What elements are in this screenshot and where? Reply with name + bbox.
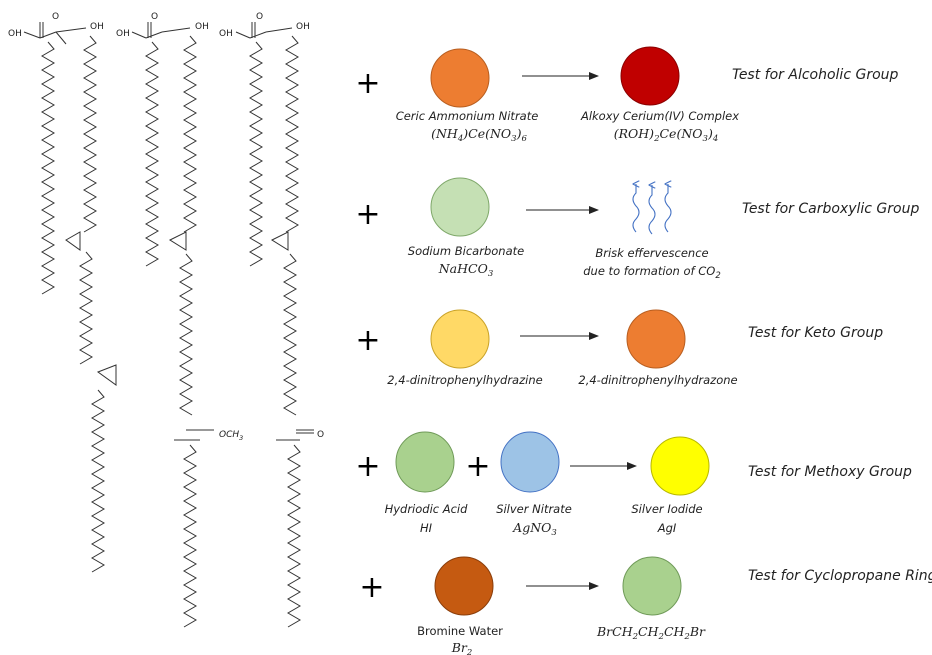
keto-oxygen-label: O: [317, 430, 324, 440]
alkyl-chain: [285, 35, 299, 233]
molecule-1-labels: OH O OH: [8, 12, 104, 39]
hydroxyl-label: OH: [296, 22, 310, 32]
reagent-formula: Br2: [451, 640, 473, 655]
test-label: Test for Alcoholic Group: [732, 67, 899, 83]
alkyl-chain: [287, 444, 301, 628]
reagent-circle: [430, 309, 490, 369]
reagent-1-circle: [395, 431, 455, 493]
product-name: Alkoxy Cerium(IV) Complex: [580, 109, 739, 123]
alkyl-chain: [91, 389, 105, 573]
bond: [265, 27, 293, 33]
reagent-circle: [430, 177, 490, 237]
reagent-name: 2,4-dinitrophenylhydrazine: [387, 373, 542, 387]
alkyl-chain: [183, 35, 197, 233]
alkyl-chain: [179, 253, 193, 416]
bond: [161, 27, 191, 33]
reagent-name: Bromine Water: [417, 624, 503, 638]
reagent-2-formula: AgNO3: [512, 520, 557, 538]
reagent-circle: [434, 556, 494, 616]
alkyl-chain: [283, 253, 297, 416]
hydroxyl-label: OH: [116, 29, 130, 39]
hydroxyl-label: OH: [90, 22, 104, 32]
alkyl-chain: [145, 41, 159, 267]
reagent-2-name: Silver Nitrate: [496, 502, 572, 516]
product-name: 2,4-dinitrophenylhydrazone: [578, 373, 737, 387]
product-line-1: Brisk effervescence: [595, 246, 708, 260]
product-circle: [626, 309, 686, 369]
reagent-circle: [430, 48, 490, 108]
carbonyl-oxygen-label: O: [151, 12, 158, 22]
alkyl-chain: [249, 41, 263, 267]
alkyl-chain: [79, 251, 93, 365]
product-circle: [620, 46, 680, 106]
bond: [55, 27, 87, 33]
plus-sign: +: [355, 323, 380, 358]
product-circle: [650, 436, 710, 496]
plus-sign: +: [355, 66, 380, 101]
test-label: Test for Cyclopropane Ring: [748, 568, 932, 584]
bond: [131, 31, 147, 39]
bond: [145, 31, 163, 39]
bond: [55, 31, 67, 45]
reaction-row-methoxy: + Hydriodic Acid HI + Silver Nitrate AgN…: [355, 431, 912, 538]
plus-sign: +: [359, 570, 384, 605]
molecule-2-labels: OH O OH OCH3: [116, 12, 243, 442]
test-label: Test for Methoxy Group: [748, 464, 912, 480]
test-label: Test for Carboxylic Group: [742, 201, 919, 217]
reagent-1-formula: HI: [420, 521, 433, 535]
product-name: Silver Iodide: [631, 502, 702, 516]
cyclopropane-ring-icon: [270, 231, 289, 251]
reagent-1-name: Hydriodic Acid: [385, 502, 469, 516]
reagent-formula: (NH4)Ce(NO3)6: [431, 126, 527, 144]
product-formula: AgI: [657, 521, 677, 535]
mycolic-acid-structures: [23, 22, 314, 628]
reaction-row-carboxylic: + Sodium Bicarbonate NaHCO3 Brisk efferv…: [355, 177, 919, 281]
cyclopropane-ring-icon: [65, 231, 81, 251]
product-line-2: due to formation of CO2: [583, 264, 721, 281]
methoxy-label: OCH3: [219, 430, 243, 442]
hydroxyl-label: OH: [219, 29, 233, 39]
reaction-row-cyclopropane: + Bromine Water Br2 BrCH2CH2CH2Br Test f…: [359, 556, 932, 655]
alkyl-chain: [83, 35, 97, 233]
reaction-row-alcoholic: + Ceric Ammonium Nitrate (NH4)Ce(NO3)6 A…: [355, 46, 899, 144]
bond: [23, 31, 41, 39]
test-label: Test for Keto Group: [748, 325, 883, 341]
cyclopropane-ring-icon: [168, 231, 187, 251]
carbonyl-oxygen-label: O: [256, 12, 263, 22]
plus-sign: +: [355, 449, 380, 484]
cyclopropane-ring-icon: [96, 364, 117, 386]
alkyl-chain: [41, 41, 55, 295]
carbonyl-oxygen-label: O: [52, 12, 59, 22]
plus-sign: +: [355, 197, 380, 232]
bond: [249, 31, 267, 39]
reagent-2-circle: [500, 431, 560, 493]
product-formula: (ROH)2Ce(NO3)4: [614, 126, 719, 144]
bond: [235, 31, 251, 39]
product-circle: [622, 556, 682, 616]
reagent-formula: NaHCO3: [438, 261, 494, 279]
plus-sign: +: [465, 449, 490, 484]
molecule-3-labels: OH O OH O: [219, 12, 324, 440]
effervescence-bubbles-icon: [632, 184, 672, 235]
alkyl-chain: [183, 444, 197, 628]
hydroxyl-label: OH: [195, 22, 209, 32]
reagent-name: Ceric Ammonium Nitrate: [396, 109, 539, 123]
hydroxyl-label: OH: [8, 29, 22, 39]
reagent-name: Sodium Bicarbonate: [408, 244, 524, 258]
bond: [39, 31, 57, 39]
product-formula: BrCH2CH2CH2Br: [596, 624, 706, 642]
reaction-row-keto: + 2,4-dinitrophenylhydrazine 2,4-dinitro…: [355, 309, 883, 387]
